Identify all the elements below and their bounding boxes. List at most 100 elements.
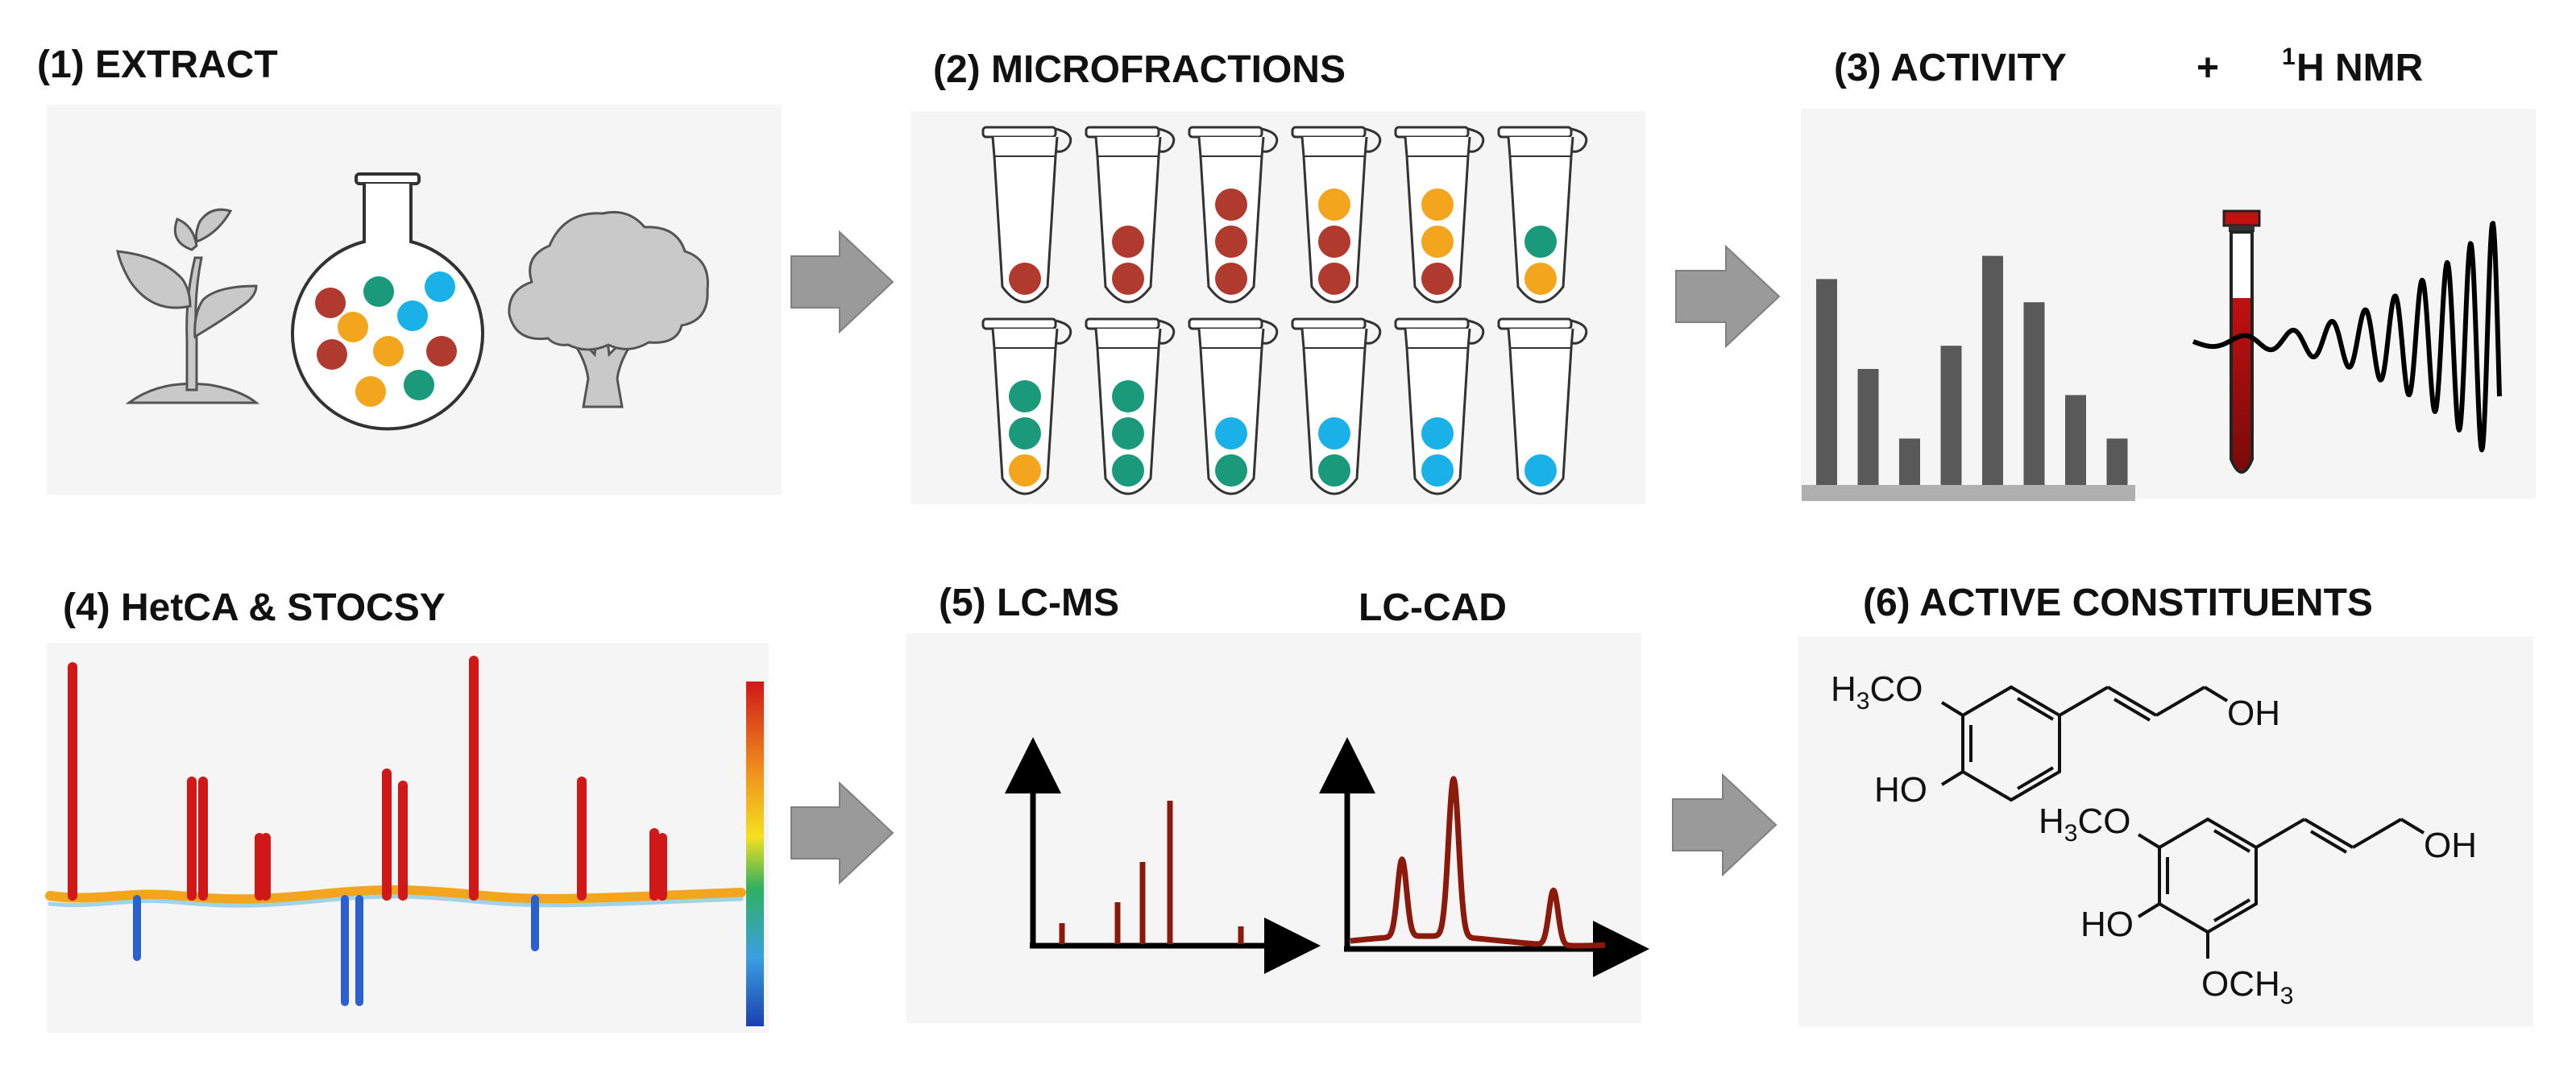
fraction-dot xyxy=(1215,454,1247,487)
coniferyl-alcohol-structure xyxy=(1940,685,2229,802)
fraction-dot xyxy=(1009,380,1041,412)
lccad-chromatogram xyxy=(1348,776,1607,949)
activity-bar xyxy=(1940,346,1962,485)
hetca-color-scale xyxy=(746,682,764,1026)
fraction-dot xyxy=(1009,454,1041,487)
microtube-row-top xyxy=(981,126,1588,304)
microtube xyxy=(1291,126,1382,304)
flask-contents xyxy=(315,271,457,407)
activity-bar-chart xyxy=(1816,255,2128,485)
microtube xyxy=(1188,126,1279,304)
fraction-dot xyxy=(1318,263,1350,295)
flow-arrow-4 xyxy=(1672,773,1777,877)
lc-panel xyxy=(906,633,1641,1023)
flask-dot xyxy=(425,271,455,302)
fraction-dot xyxy=(1421,226,1454,258)
microtube xyxy=(1497,317,1588,495)
microtube xyxy=(1291,317,1382,495)
microtube xyxy=(981,317,1072,495)
microtube xyxy=(1085,317,1176,495)
microtube xyxy=(1497,126,1588,304)
microtube xyxy=(1085,126,1176,304)
lccad-axes xyxy=(1319,737,1649,977)
microtube-row-bottom xyxy=(981,317,1588,495)
lccad-title: LC-CAD xyxy=(1359,586,1507,629)
microtube xyxy=(1394,317,1485,495)
lcms-axes xyxy=(1005,737,1321,974)
activity-bar xyxy=(2065,395,2086,485)
microtube xyxy=(1394,126,1485,304)
lcms-spectrum xyxy=(1059,801,1244,944)
flask-dot xyxy=(315,288,346,318)
mol2-hydroxy: HO xyxy=(2080,905,2134,944)
active-constituents-title: (6) ACTIVE CONSTITUENTS xyxy=(1863,582,2373,624)
fraction-dot xyxy=(1421,417,1454,450)
hetca-title: (4) HetCA & STOCSY xyxy=(63,586,446,629)
flask-dot xyxy=(338,312,368,342)
activity-bar xyxy=(1899,438,1920,485)
flask-dot xyxy=(397,300,428,331)
fraction-dot xyxy=(1112,226,1144,258)
fraction-dot xyxy=(1318,417,1350,450)
activity-bar xyxy=(1982,255,2003,485)
fraction-dot xyxy=(1421,263,1454,295)
flow-arrow-1 xyxy=(790,230,894,334)
activity-baseline xyxy=(1802,485,2135,501)
hetca-baseline xyxy=(45,884,746,905)
fraction-dot xyxy=(1215,417,1247,450)
mol2-alcohol: OH xyxy=(2424,826,2477,865)
fraction-dot xyxy=(1524,263,1557,295)
hetca-stocsy-spectrum xyxy=(45,656,746,1006)
flask-dot xyxy=(404,370,434,400)
plus-sign: + xyxy=(2196,47,2219,89)
fraction-dot xyxy=(1112,263,1144,295)
mol2-methoxy-bottom: OCH3 xyxy=(2201,964,2293,1009)
flask-dot xyxy=(426,336,457,367)
fraction-dot xyxy=(1215,226,1247,258)
fraction-dot xyxy=(1318,454,1350,487)
activity-panel xyxy=(1801,109,2536,499)
fraction-dot xyxy=(1524,454,1557,487)
mol1-methoxy: H3CO xyxy=(1831,669,1923,715)
microtube xyxy=(1188,317,1279,495)
activity-bar xyxy=(2023,302,2045,485)
extract-title: (1) EXTRACT xyxy=(37,44,278,86)
mol1-alcohol: OH xyxy=(2227,694,2280,733)
fraction-dot xyxy=(1318,188,1350,221)
fraction-dot xyxy=(1112,454,1144,487)
nmr-tube-icon xyxy=(2222,209,2261,474)
fraction-dot xyxy=(1009,417,1041,450)
fraction-dot xyxy=(1112,417,1144,450)
flask-dot xyxy=(317,339,347,370)
microtube xyxy=(981,126,1072,304)
flask-dot xyxy=(355,376,386,407)
activity-bar xyxy=(2106,438,2128,485)
fraction-dot xyxy=(1421,454,1454,487)
flask-dot xyxy=(363,276,394,307)
nmr-title: H NMR xyxy=(2296,47,2423,89)
lcms-title: (5) LC-MS xyxy=(939,582,1119,624)
flask-dot xyxy=(373,336,404,367)
flow-arrow-3 xyxy=(790,781,894,885)
nmr-superscript: 1 xyxy=(2282,44,2296,70)
fraction-dot xyxy=(1524,226,1557,258)
activity-bar xyxy=(1857,369,1879,485)
mol2-methoxy-top: H3CO xyxy=(2039,802,2130,847)
microfractions-title: (2) MICROFRACTIONS xyxy=(933,48,1346,91)
fraction-dot xyxy=(1112,380,1144,412)
active-constituents-panel xyxy=(1798,636,2533,1026)
fraction-dot xyxy=(1421,188,1454,221)
nmr-fid-signal xyxy=(2192,221,2502,453)
activity-bar xyxy=(1816,279,1837,485)
sprout-icon xyxy=(116,208,260,404)
activity-title: (3) ACTIVITY xyxy=(1834,47,2067,89)
mol1-hydroxy: HO xyxy=(1874,770,1927,810)
sinapyl-alcohol-structure xyxy=(2137,817,2425,959)
fraction-dot xyxy=(1009,263,1041,295)
round-flask-icon xyxy=(291,172,484,431)
fraction-dot xyxy=(1318,226,1350,258)
tree-icon xyxy=(508,210,709,408)
flow-arrow-2 xyxy=(1675,244,1781,349)
fraction-dot xyxy=(1215,188,1247,221)
